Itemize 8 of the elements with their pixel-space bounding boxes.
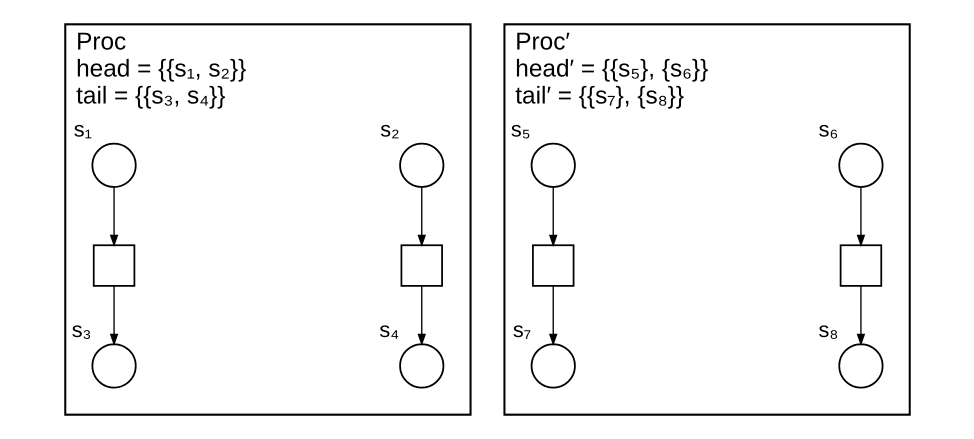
- node-label: s₄: [378, 317, 399, 342]
- node-label: s₂: [380, 116, 400, 142]
- node-label: s₇: [512, 317, 531, 342]
- node-label: s₃: [71, 317, 91, 342]
- node-label: s₁: [73, 116, 92, 142]
- node-label: s₅: [510, 116, 530, 142]
- node-label: s₈: [818, 317, 838, 342]
- node-label: s₆: [818, 116, 838, 142]
